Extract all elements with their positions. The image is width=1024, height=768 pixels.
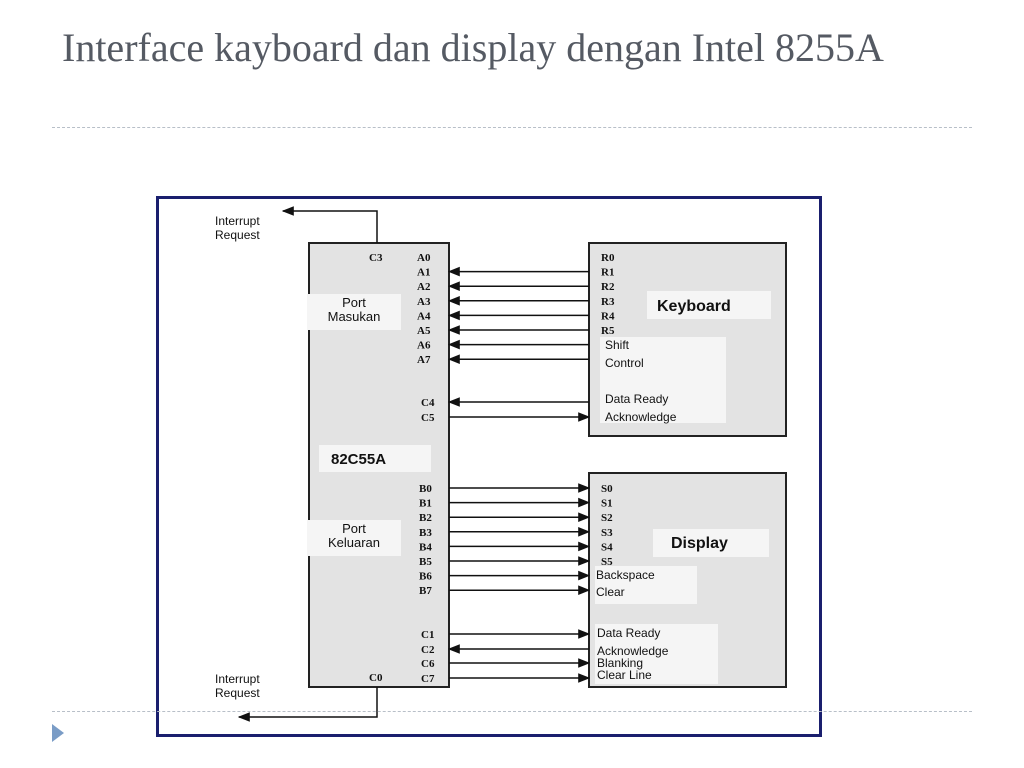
keyboard-data-ready: Data Ready xyxy=(605,392,668,406)
interrupt-label-top-1: Interrupt xyxy=(215,214,260,228)
keyboard-pin-r5: R5 xyxy=(601,325,615,337)
chip-name: 82C55A xyxy=(331,451,386,468)
pin-a6: A6 xyxy=(417,340,431,352)
display-title-bg xyxy=(653,529,769,557)
keyboard-pin-r2: R2 xyxy=(601,281,615,293)
interrupt-line-top xyxy=(281,206,378,243)
keyboard-control: Control xyxy=(605,356,644,370)
keyboard-pin-r3: R3 xyxy=(601,296,615,308)
pin-a3: A3 xyxy=(417,296,431,308)
interrupt-label-bottom-2: Request xyxy=(215,686,260,700)
title-divider xyxy=(52,127,972,128)
pin-b2: B2 xyxy=(419,512,432,524)
display-pin-s3: S3 xyxy=(601,527,613,539)
triangle-bullet-icon xyxy=(52,724,64,742)
display-pin-s4: S4 xyxy=(601,541,613,553)
pin-a0: A0 xyxy=(417,252,431,264)
display-acknowledge: Acknowledge xyxy=(597,644,669,658)
display-backspace: Backspace xyxy=(596,568,655,582)
pin-a2: A2 xyxy=(417,281,431,293)
keyboard-title-bg xyxy=(647,291,771,319)
display-clear-line: Clear Line xyxy=(597,668,652,682)
pin-a7: A7 xyxy=(417,354,431,366)
display-pin-s0: S0 xyxy=(601,483,613,495)
footer-divider xyxy=(52,711,972,712)
pin-a1: A1 xyxy=(417,267,430,279)
display-pin-s2: S2 xyxy=(601,512,613,524)
pin-b7: B7 xyxy=(419,585,432,597)
interface-diagram: Interrupt Request Interrupt Request Port… xyxy=(215,206,787,722)
display-clear: Clear xyxy=(596,585,625,599)
pin-b5: B5 xyxy=(419,556,432,568)
diagram-frame: Interrupt Request Interrupt Request Port… xyxy=(156,196,822,737)
keyboard-signals-bg xyxy=(600,337,726,423)
pin-c3: C3 xyxy=(369,252,383,264)
pin-c6: C6 xyxy=(421,658,435,670)
port-in-label-1: Port xyxy=(342,295,366,310)
pin-c5: C5 xyxy=(421,412,435,424)
pin-a4: A4 xyxy=(417,310,431,322)
pin-b1: B1 xyxy=(419,498,432,510)
keyboard-title: Keyboard xyxy=(657,298,731,315)
port-in-label-bg xyxy=(307,294,401,330)
keyboard-pin-r0: R0 xyxy=(601,252,615,264)
display-signals-bg-2 xyxy=(595,624,718,684)
interrupt-line-bottom xyxy=(237,687,378,722)
display-data-ready: Data Ready xyxy=(597,626,660,640)
port-out-label-2: Keluaran xyxy=(328,535,380,550)
port-out-label-bg xyxy=(307,520,401,556)
keyboard-pin-r4: R4 xyxy=(601,310,615,322)
keyboard-acknowledge: Acknowledge xyxy=(605,410,677,424)
pin-b3: B3 xyxy=(419,527,432,539)
pin-b0: B0 xyxy=(419,483,432,495)
port-in-label-2: Masukan xyxy=(328,309,381,324)
pin-c7: C7 xyxy=(421,673,435,685)
display-blanking: Blanking xyxy=(597,656,643,670)
slide-title: Interface kayboard dan display dengan In… xyxy=(62,25,884,70)
display-pin-s1: S1 xyxy=(601,498,613,510)
interrupt-label-top-2: Request xyxy=(215,228,260,242)
chip-name-bg xyxy=(319,445,431,472)
pin-c0: C0 xyxy=(369,672,383,684)
keyboard-pin-r1: R1 xyxy=(601,267,614,279)
pin-c4: C4 xyxy=(421,397,435,409)
pin-b6: B6 xyxy=(419,571,432,583)
pin-a5: A5 xyxy=(417,325,431,337)
pin-c2: C2 xyxy=(421,644,435,656)
pin-c1: C1 xyxy=(421,629,434,641)
keyboard-shift: Shift xyxy=(605,338,630,352)
display-pin-s5: S5 xyxy=(601,556,613,568)
display-signals-bg-1 xyxy=(595,566,697,604)
port-out-label-1: Port xyxy=(342,521,366,536)
interrupt-label-bottom-1: Interrupt xyxy=(215,672,260,686)
pin-b4: B4 xyxy=(419,541,432,553)
display-title: Display xyxy=(671,535,728,552)
